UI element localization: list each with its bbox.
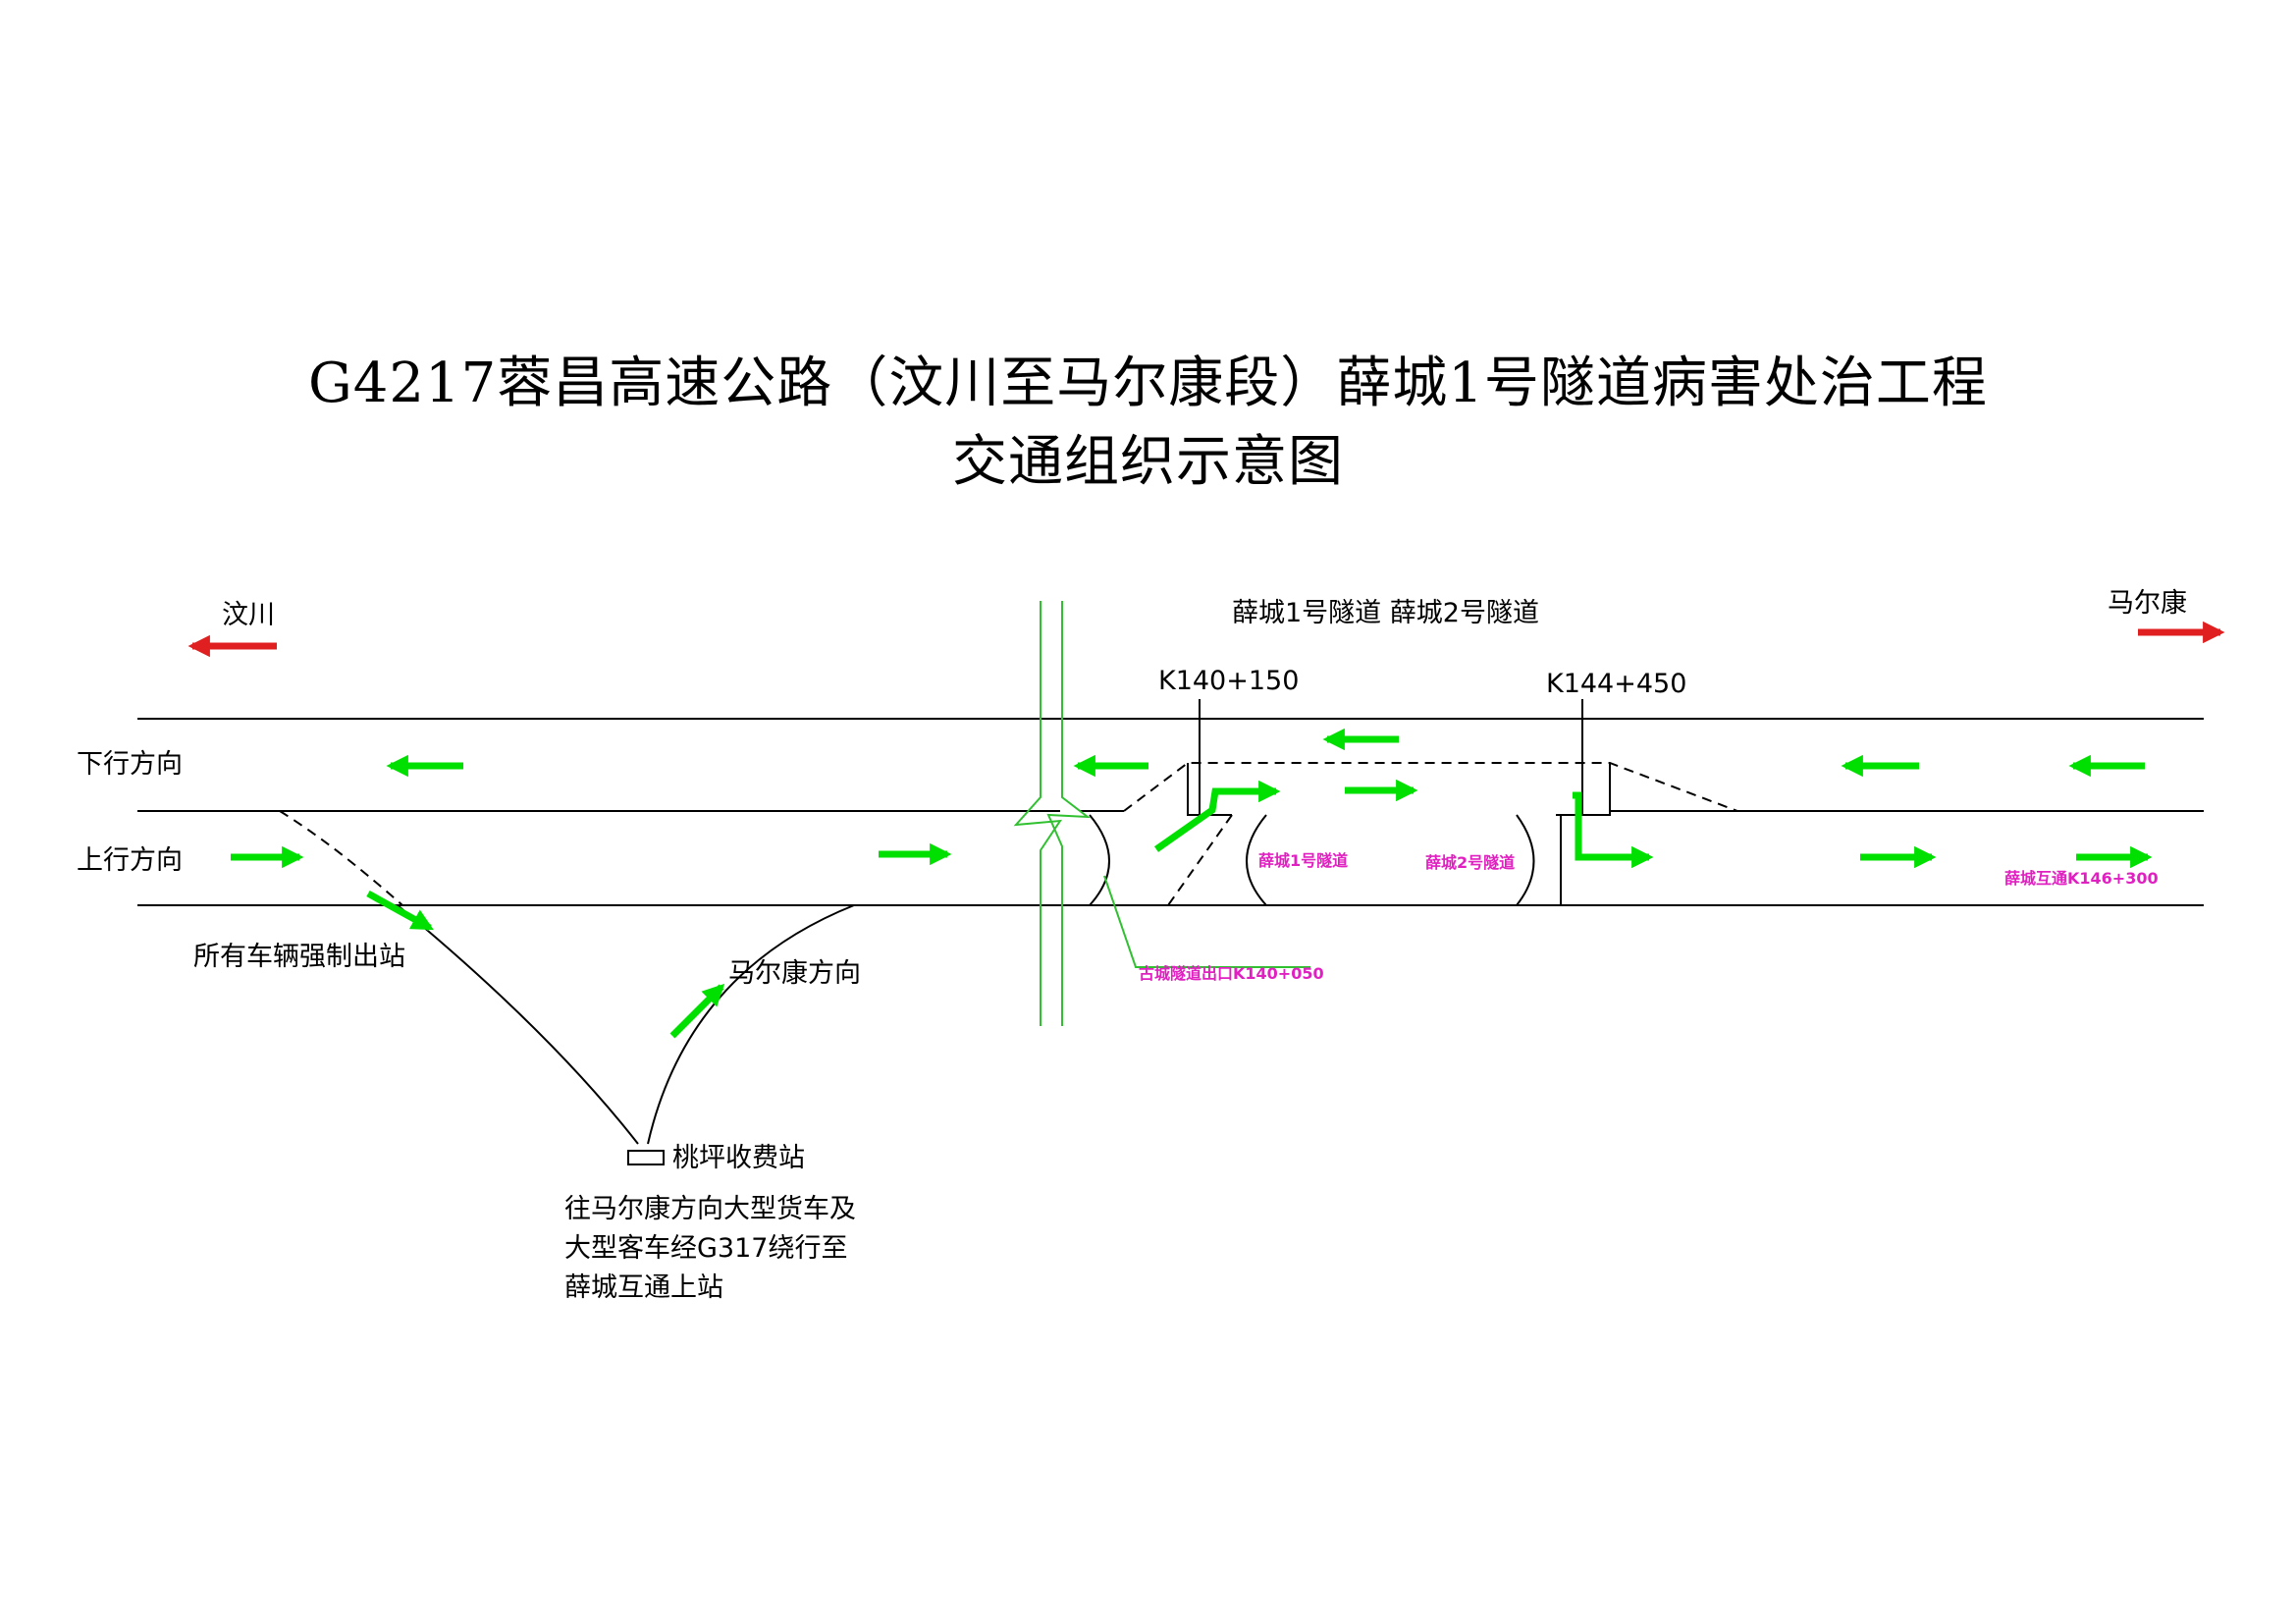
- entry-ramp: [647, 904, 855, 1145]
- crossover-arrow: [1153, 780, 1281, 852]
- tunnel2-label: 薛城2号隧道: [1425, 853, 1515, 872]
- return-arrow: [1573, 791, 1654, 869]
- toward-maerkang-label: 马尔康方向: [728, 958, 861, 989]
- note-line-1: 往马尔康方向大型货车及: [564, 1194, 856, 1224]
- exit-ramp: [397, 904, 639, 1145]
- forced-exit-label: 所有车辆强制出站: [193, 942, 405, 972]
- diagram-subtitle: 交通组织示意图: [952, 430, 1344, 494]
- toll-station-label: 桃坪收费站: [672, 1143, 805, 1173]
- road-break: [1013, 601, 1092, 1026]
- chainage-k2: K144+450: [1546, 669, 1686, 699]
- note-line-3: 薛城互通上站: [564, 1272, 723, 1303]
- diagram-title: G4217蓉昌高速公路（汶川至马尔康段）薛城1号隧道病害处治工程: [308, 352, 1988, 415]
- xuecheng-interchange-label: 薛城互通K146+300: [2004, 869, 2159, 888]
- exit-taper: [279, 810, 403, 906]
- gucheng-leader: [1103, 875, 1310, 968]
- down-lane-label: 下行方向: [77, 749, 183, 780]
- tunnel1-portal-left: [1187, 763, 1232, 816]
- tunnel1-label: 薛城1号隧道: [1258, 851, 1348, 870]
- break-line-left: [1013, 601, 1062, 1026]
- tunnel1-arc: [1246, 814, 1267, 906]
- tunnel2-arc: [1516, 814, 1535, 906]
- crossover-top: [1123, 762, 1826, 812]
- gucheng-portal-arc: [1089, 814, 1110, 906]
- tunnel2-portal-right: [1556, 763, 1611, 816]
- labels: 汶川 马尔康 下行方向 上行方向 薛城1号隧道 薛城2号隧道 K140+150 …: [77, 588, 2187, 1303]
- road-lines: [137, 699, 2204, 1145]
- exit-arrow: [366, 890, 434, 932]
- chainage-k1: K140+150: [1158, 666, 1299, 696]
- gucheng-exit-label: 古城隧道出口K140+050: [1139, 964, 1324, 983]
- onramp-arrow: [669, 983, 725, 1039]
- break-line-right: [1046, 601, 1092, 1026]
- annotations: 薛城1号隧道 薛城2号隧道 古城隧道出口K140+050 薛城互通K146+30…: [1139, 851, 2159, 983]
- left-direction-label: 汶川: [222, 600, 275, 630]
- note-line-2: 大型客车经G317绕行至: [564, 1233, 847, 1264]
- crossover-bottom: [1167, 814, 1233, 906]
- up-lane-label: 上行方向: [77, 845, 183, 876]
- traffic-arrows: [231, 728, 2153, 1039]
- diversion-lines: [279, 762, 1826, 906]
- tunnels-header: 薛城1号隧道 薛城2号隧道: [1232, 598, 1539, 628]
- right-direction-label: 马尔康: [2108, 588, 2187, 619]
- toll-station-box: [627, 1150, 665, 1165]
